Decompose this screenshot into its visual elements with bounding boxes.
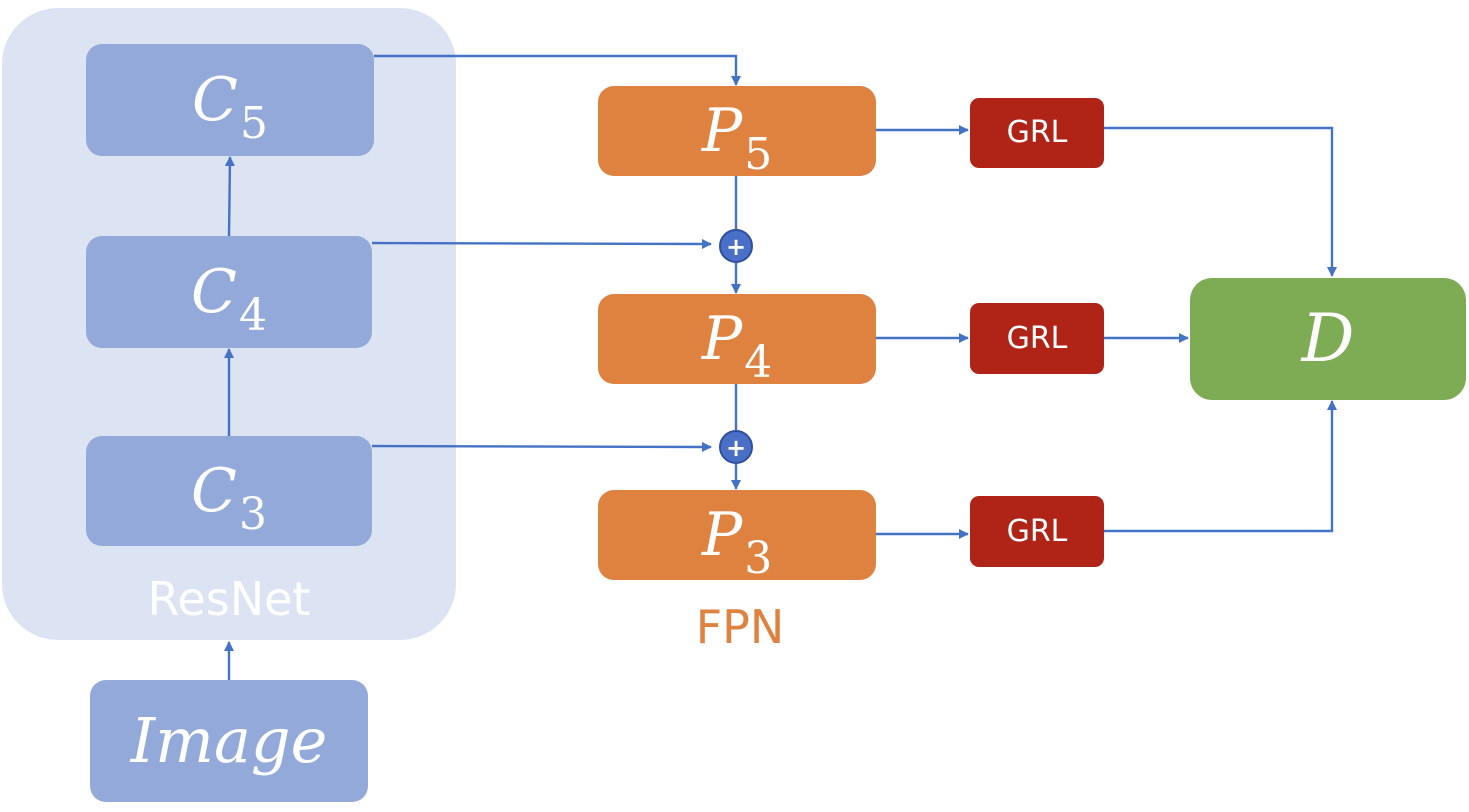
grl3-label: GRL: [1006, 513, 1068, 549]
c4-block: C4: [86, 236, 372, 348]
grl5-to-d-arrow: [1104, 126, 1337, 277]
discriminator-label: D: [1301, 300, 1355, 377]
grl5-block: GRL: [970, 98, 1104, 168]
c3-block: C3: [86, 436, 372, 546]
p3-block: P3: [598, 490, 876, 584]
c4-label: C4: [191, 257, 267, 341]
discriminator-block: D: [1190, 278, 1466, 400]
grl3-block: GRL: [970, 496, 1104, 567]
c5-to-p5-arrow: [374, 54, 741, 86]
grl3-to-d-arrow: [1104, 400, 1337, 533]
c3-label: C3: [191, 456, 267, 540]
svg-text:+: +: [726, 233, 746, 261]
grl4-block: GRL: [970, 303, 1104, 374]
p4-block: P4: [598, 294, 876, 388]
c3-to-sum-arrow: [371, 441, 712, 452]
c5-block: C5: [86, 44, 374, 156]
image-block: Image: [90, 680, 368, 802]
resnet-label: ResNet: [147, 572, 311, 626]
c5-label: C5: [192, 65, 268, 149]
c4-to-sum-arrow: [371, 238, 712, 249]
p4-label: P4: [701, 304, 773, 388]
image-label: Image: [130, 704, 328, 777]
c4-to-c5-arrow: [224, 156, 235, 237]
p5-label: P5: [701, 96, 773, 180]
fpn-label: FPN: [695, 600, 785, 654]
sum-node-lower: +: [719, 430, 753, 464]
grl4-label: GRL: [1006, 320, 1068, 356]
p5-block: P5: [598, 86, 876, 180]
sum-node-upper: +: [719, 229, 753, 263]
grl5-label: GRL: [1006, 115, 1068, 150]
svg-text:+: +: [726, 434, 746, 462]
p3-label: P3: [701, 500, 773, 584]
